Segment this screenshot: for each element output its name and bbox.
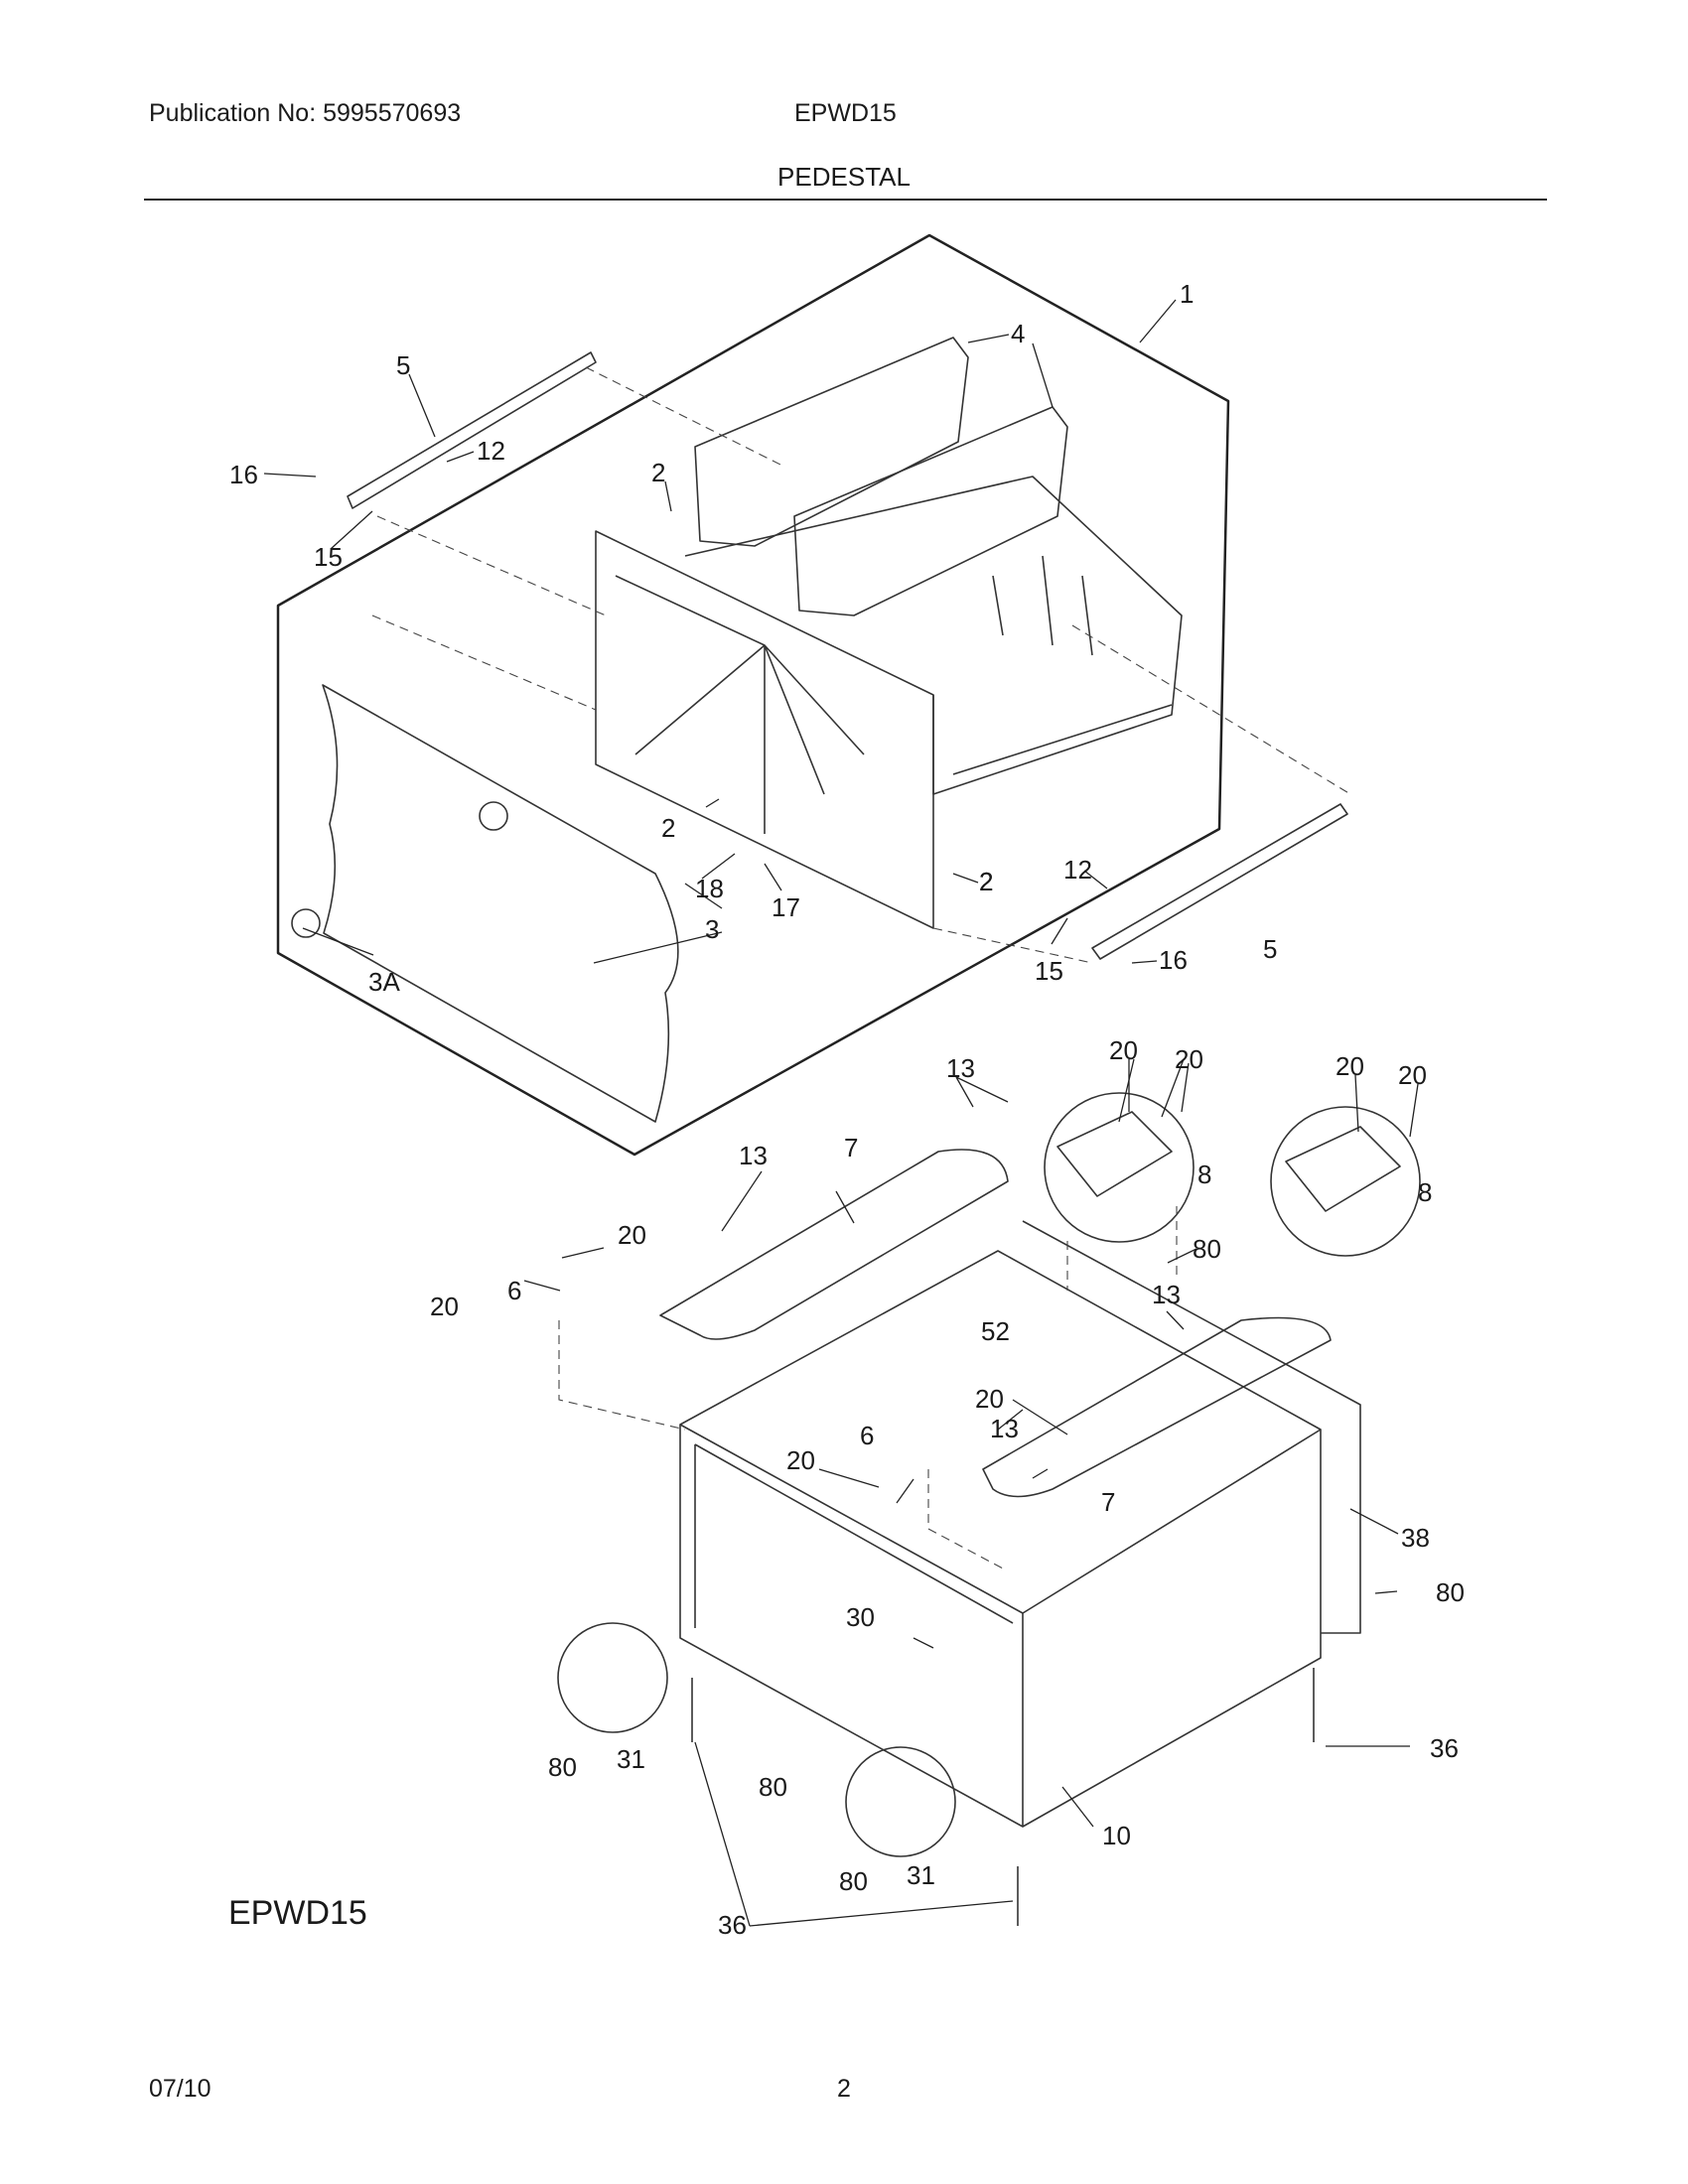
callout-label: 10 xyxy=(1102,1821,1131,1850)
callout-label: 15 xyxy=(1035,956,1063,986)
callout-label: 16 xyxy=(1159,945,1188,975)
publication-number: Publication No: 5995570693 xyxy=(149,99,462,127)
basket-divider-front xyxy=(793,406,1068,616)
detail-circle-bottom-mid xyxy=(845,1746,956,1857)
callout-label: 4 xyxy=(1011,319,1025,348)
callout-label: 5 xyxy=(1263,934,1277,964)
callout-label: 6 xyxy=(507,1276,521,1305)
callout-label: 1 xyxy=(1180,279,1194,309)
callout-label: 7 xyxy=(844,1133,858,1162)
callout-label: 2 xyxy=(979,867,993,896)
callout-label: 8 xyxy=(1197,1160,1211,1189)
callout-label: 8 xyxy=(1418,1177,1432,1207)
callout-label: 3 xyxy=(705,914,719,944)
header-rule xyxy=(144,199,1547,201)
basket-divider-rear xyxy=(694,337,969,547)
callout-label: 16 xyxy=(229,460,258,489)
slide-rail-left xyxy=(347,351,597,509)
callout-label: 2 xyxy=(979,867,993,896)
callout-label: 13 xyxy=(1152,1280,1181,1309)
pedestal-cabinet xyxy=(679,1250,1322,1828)
callout-label: 12 xyxy=(1063,855,1092,885)
drawer-knob xyxy=(291,908,321,938)
callout-label: 52 xyxy=(981,1316,1010,1346)
callout-label: 20 xyxy=(1336,1051,1364,1081)
callout-label: 80 xyxy=(1193,1234,1221,1264)
callout-label: 15 xyxy=(314,542,343,572)
callout-label: 13 xyxy=(990,1414,1019,1443)
callout-label: 5 xyxy=(396,350,410,380)
section-title: PEDESTAL xyxy=(777,162,911,192)
callout-label: 2 xyxy=(661,813,675,843)
callout-label: 20 xyxy=(430,1292,459,1321)
detail-circle-top-right-2 xyxy=(1270,1106,1421,1257)
callout-label: 36 xyxy=(1430,1733,1459,1763)
mounting-bracket-right xyxy=(982,1316,1332,1498)
callout-label: 38 xyxy=(1401,1523,1430,1553)
callout-label: 80 xyxy=(548,1752,577,1782)
rear-panel xyxy=(1022,1220,1361,1634)
callout-label: 20 xyxy=(786,1445,815,1475)
callout-label: 13 xyxy=(739,1141,768,1170)
drawer-front-hole xyxy=(479,801,508,831)
callout-label: 20 xyxy=(1109,1035,1138,1065)
callout-label: 12 xyxy=(477,436,505,466)
callout-label: 80 xyxy=(839,1866,868,1896)
drawer-basket xyxy=(684,476,1183,795)
callout-label: 6 xyxy=(860,1421,874,1450)
callout-label: 7 xyxy=(1101,1487,1115,1517)
callout-label: 80 xyxy=(1436,1577,1465,1607)
detail-circle-bottom-left xyxy=(557,1622,668,1733)
slide-rail-right xyxy=(1091,803,1348,960)
callout-label: 13 xyxy=(946,1053,975,1083)
callout-label: 31 xyxy=(907,1860,935,1890)
mounting-bracket-left xyxy=(659,1149,1009,1340)
drawer-front-panel xyxy=(322,684,679,1123)
diagram-model-label: EPWD15 xyxy=(228,1894,367,1932)
assembly-boundary xyxy=(276,233,1230,1157)
callout-label: 36 xyxy=(718,1910,747,1940)
detail-circle-top-right-1 xyxy=(1044,1092,1195,1243)
callout-label: 18 xyxy=(695,874,724,903)
page-number: 2 xyxy=(837,2075,851,2103)
callout-label: 30 xyxy=(846,1602,875,1632)
callout-label: 20 xyxy=(1175,1044,1203,1074)
revision-date: 07/10 xyxy=(149,2075,211,2103)
callout-label: 3A xyxy=(368,967,400,997)
callout-label: 80 xyxy=(759,1772,787,1802)
model-number: EPWD15 xyxy=(794,99,897,127)
callout-label: 17 xyxy=(772,892,800,922)
callout-label: 20 xyxy=(975,1384,1004,1414)
callout-label: 20 xyxy=(618,1220,646,1250)
callout-label: 31 xyxy=(617,1744,645,1774)
callout-label: 2 xyxy=(651,458,665,487)
callout-label: 20 xyxy=(1398,1060,1427,1090)
